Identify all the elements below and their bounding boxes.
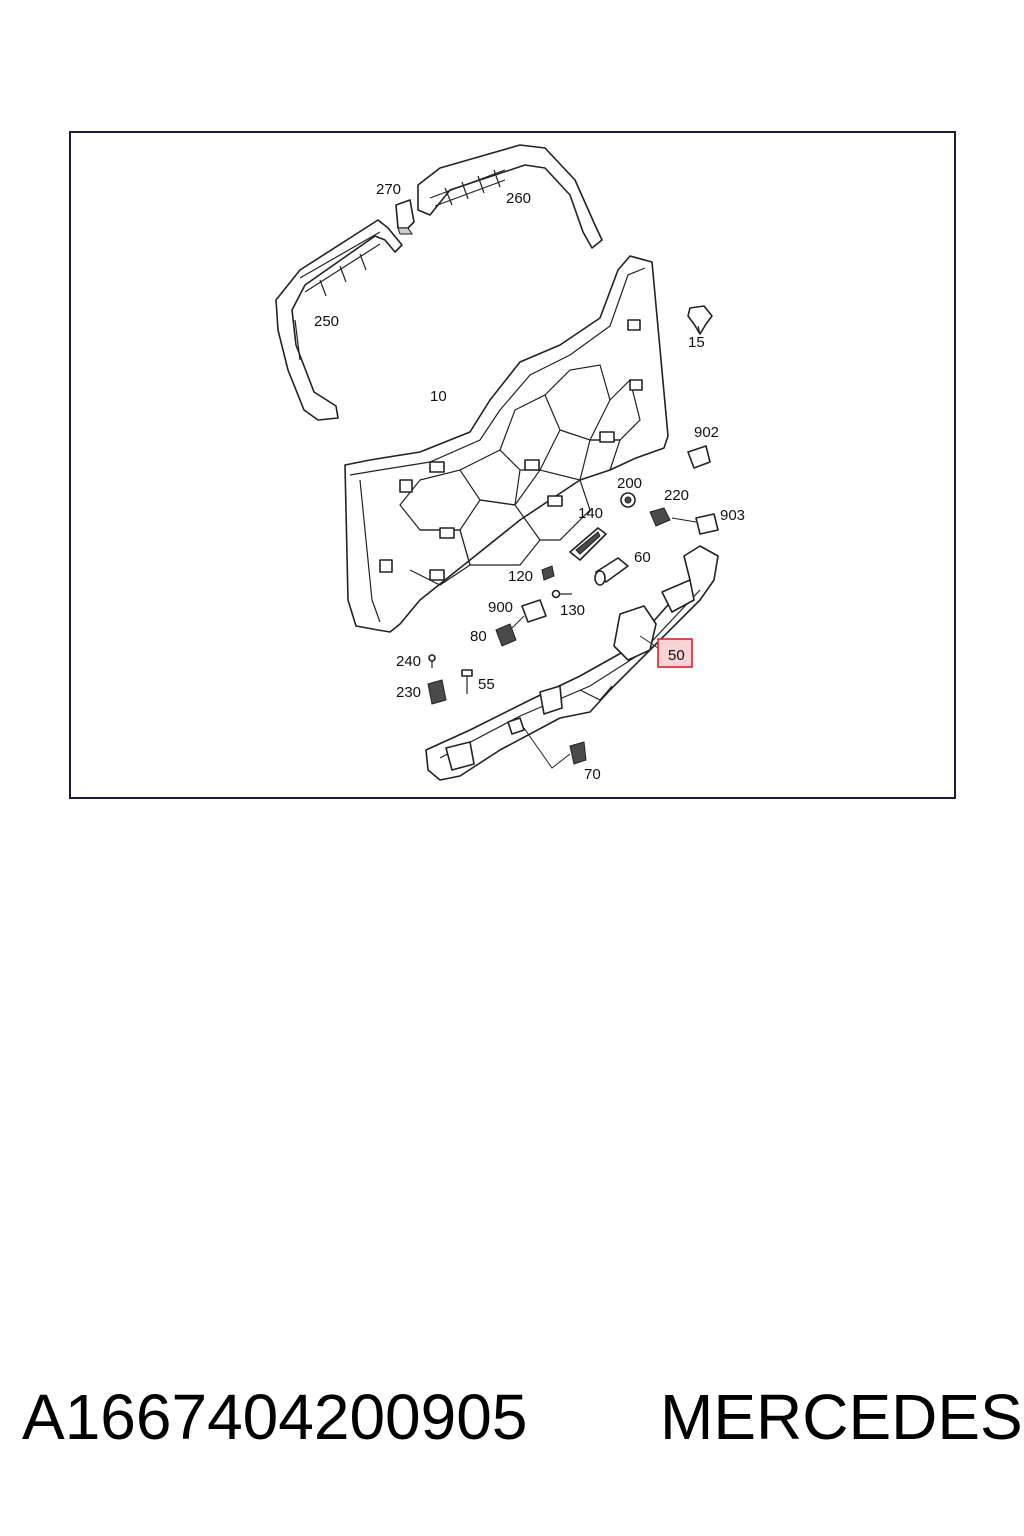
part-200-grommet [620,492,636,508]
part-50-lower-trim [425,545,719,781]
callout-900: 900 [488,599,513,616]
part-250-left-trim [275,219,403,421]
part-60-lamp [594,557,629,586]
callout-250: 250 [314,313,339,330]
part-80-connector [495,615,525,647]
callout-270: 270 [376,181,401,198]
callout-200: 200 [617,475,642,492]
callout-903: 903 [720,507,745,524]
callout-50-highlight[interactable]: 50 [639,635,693,668]
callout-260: 260 [506,190,531,207]
part-70-clip [507,717,587,769]
brand-text: MERCEDES [660,1381,1023,1453]
callout-80: 80 [470,628,487,645]
part-15-push-clip [687,305,713,335]
part-230-bracket [427,679,447,705]
part-240-screw [428,654,436,668]
part-902-pad [687,445,711,469]
callout-50: 50 [668,647,685,664]
callout-labels: 270 260 250 15 10 902 200 220 903 140 60… [314,181,745,783]
callout-240: 240 [396,653,421,670]
callout-220: 220 [664,487,689,504]
part-140-handle [569,527,607,561]
exploded-parts-diagram: 270 260 250 15 10 902 200 220 903 140 60… [275,144,745,783]
part-220-switch [649,507,671,527]
part-270-clip [395,199,415,235]
callout-230: 230 [396,684,421,701]
highlight-box [657,638,693,668]
callout-55: 55 [478,676,495,693]
callout-140: 140 [578,505,603,522]
part-260-upper-trim [417,144,603,249]
footer: A1667404200905 MERCEDES [0,1380,1024,1470]
callout-130: 130 [560,602,585,619]
part-number-text: A1667404200905 [22,1381,528,1453]
callout-10: 10 [430,388,447,405]
part-130-screw [551,589,572,599]
part-120-nut [541,565,555,581]
callout-902: 902 [694,424,719,441]
part-55-bolt [461,669,473,694]
callout-60: 60 [634,549,651,566]
part-900-pad [521,599,547,623]
callout-70: 70 [584,766,601,783]
callout-120: 120 [508,568,533,585]
part-10-tailgate-panel [344,255,669,633]
callout-15: 15 [688,334,705,351]
part-903-pad [671,513,719,535]
